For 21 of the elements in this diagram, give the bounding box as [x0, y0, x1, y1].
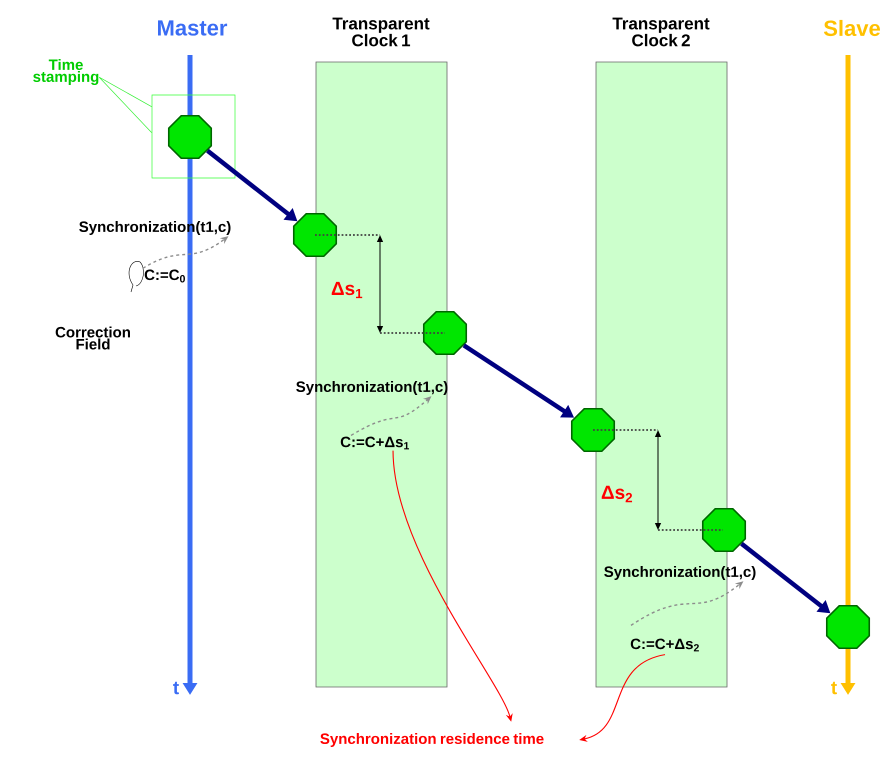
lane-title: Master [158, 20, 228, 36]
leader-line [98, 76, 152, 133]
callout-text: Time stamping [33, 58, 98, 86]
axis-label: t [831, 682, 837, 694]
field-label: Correction Field [56, 326, 130, 350]
octagon-marker [422, 310, 468, 356]
octagon-marker [570, 408, 616, 452]
octagon-marker [702, 508, 746, 552]
correction-label: C:=C+Δs$_{1}$ [340, 436, 410, 450]
lane-title: Slave [824, 20, 880, 36]
correction-label: C:=C+Δs$_{2}$ [630, 638, 699, 652]
note-text: Synchronization residence time [320, 733, 544, 747]
message-label: Synchronization(t1,c) [604, 566, 756, 580]
message-label: Synchronization(t1,c) [296, 381, 448, 395]
correction-label: C:=C$_{0}$ [128, 261, 185, 292]
octagon-marker [826, 604, 870, 650]
octagon-marker [292, 212, 338, 258]
octagon-marker [168, 114, 212, 160]
delta-label: Δs$_{2}$ [602, 486, 632, 502]
delta-label: Δs$_{1}$ [332, 282, 362, 298]
axis-label: t [173, 682, 179, 694]
